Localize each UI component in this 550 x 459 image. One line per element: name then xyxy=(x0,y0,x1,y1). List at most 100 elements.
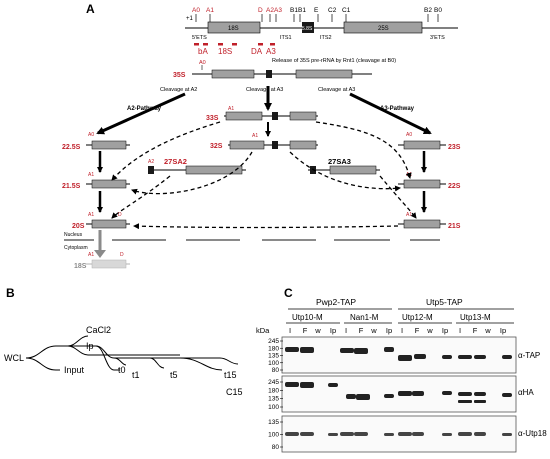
label-18s: 18S xyxy=(74,263,87,270)
blot2-marker: 180 xyxy=(268,387,279,394)
t1-label: t1 xyxy=(132,370,140,380)
lane-label: w xyxy=(314,326,321,335)
blot3-marker: 80 xyxy=(272,444,280,451)
cleavage-a2-label: Cleavage at A2 xyxy=(160,87,197,93)
input-label: Input xyxy=(64,365,85,375)
site-a1-top: A1 xyxy=(206,7,214,14)
group1-label: Pwp2-TAP xyxy=(316,297,356,307)
site-b1-top: B1 xyxy=(290,7,298,14)
blot1-marker: 245 xyxy=(268,338,279,345)
gene-18s-label: 18S xyxy=(228,26,239,32)
group2-label: Utp5-TAP xyxy=(426,297,463,307)
a3-pathway-label: A3-Pathway xyxy=(380,106,415,112)
panel-b-label: B xyxy=(6,286,15,300)
panel-a-label: A xyxy=(86,2,95,16)
ets3-label: 3'ETS xyxy=(430,35,445,41)
pre-rrna-22.5s: 22.5S A0 xyxy=(62,132,130,151)
20s-site-a1: A1 xyxy=(88,212,94,218)
label-27sa3: 27SA3 xyxy=(328,157,351,166)
gene-5.8s-label: 5.8S xyxy=(302,26,313,32)
cytoplasm-label: Cytoplasm xyxy=(64,245,88,251)
lane-label: F xyxy=(359,326,364,335)
marker-ba0a1: bA xyxy=(198,47,208,56)
site-a0-top: A0 xyxy=(192,7,200,14)
t15-label: t15 xyxy=(224,370,237,380)
site-c2-top: C2 xyxy=(328,7,337,14)
lane-label: w xyxy=(426,326,433,335)
blot2-marker: 135 xyxy=(268,396,279,403)
blot1-label: α-TAP xyxy=(518,351,540,360)
blot3-markers: 135 100 80 xyxy=(268,419,283,451)
lane-label: w xyxy=(484,326,491,335)
21.5s-site-a1: A1 xyxy=(88,172,94,178)
sub2-label: Nan1-M xyxy=(350,313,379,322)
c15-label: C15 xyxy=(226,387,243,397)
22.5s-site-a0a1: A0 xyxy=(88,132,94,138)
marker-da: DA xyxy=(251,47,263,56)
label-23s: 23S xyxy=(448,144,461,151)
33s-site-a1: A1 xyxy=(228,106,234,112)
pre-rrna-20s: 20S A1 D xyxy=(72,212,130,230)
blot1-marker: 80 xyxy=(272,367,280,374)
panel-c-label: C xyxy=(284,286,293,300)
site-a3-top: A3 xyxy=(274,7,282,14)
pre-rrna-18s: 18S A1 D xyxy=(74,252,130,270)
label-32s: 32S xyxy=(210,143,223,150)
blot3-marker: 135 xyxy=(268,419,279,426)
gene-5.8s-box xyxy=(302,22,314,33)
sub1-label: Utp10-M xyxy=(292,313,323,322)
pre-rrna-27sa2: A2 27SA2 xyxy=(148,157,246,175)
site-d-top: D xyxy=(258,7,263,14)
cacl2-label: CaCl2 xyxy=(86,325,111,335)
blot2-label: αHA xyxy=(518,388,534,397)
lane-label: F xyxy=(473,326,478,335)
blot-anti-tap: α-TAP xyxy=(281,336,540,374)
21s-site-a1: A1 xyxy=(406,212,412,218)
t5-label: t5 xyxy=(170,370,178,380)
rnt1-note: Release of 35S pre-rRNA by Rnt1 (cleavag… xyxy=(272,58,396,64)
nuclear-envelope: Nucleus Cytoplasm xyxy=(64,232,440,251)
site-c1-top: C1 xyxy=(342,7,351,14)
35s-site-a0: A0 xyxy=(199,60,206,66)
wcl-label: WCL xyxy=(4,353,24,363)
blot2-marker: 245 xyxy=(268,379,279,386)
t0-label: t0 xyxy=(118,365,126,375)
site-b1b-top: B1 xyxy=(298,7,306,14)
pre-rrna-32s: 32S A1 xyxy=(210,133,318,150)
32s-site-a1: A1 xyxy=(252,133,258,139)
lane-label: I xyxy=(459,326,461,335)
nucleus-label: Nucleus xyxy=(64,232,83,238)
pre-rrna-21s: 21S A1 xyxy=(398,212,461,230)
rdna-gene-diagram: +1 5'ETS 18S ITS1 5.8S ITS2 25S 3'ETS A0… xyxy=(185,7,458,64)
18s-site-d: D xyxy=(120,252,124,258)
label-22s: 22S xyxy=(448,183,461,190)
pre-rrna-21.5s: 21.5S A1 xyxy=(62,172,130,190)
lane-label: Ip xyxy=(442,326,448,335)
lane-label: Ip xyxy=(500,326,506,335)
lane-label: I xyxy=(289,326,291,335)
blot3-marker: 100 xyxy=(268,432,279,439)
pre-rrna-27sa3: 27SA3 xyxy=(308,157,380,175)
18s-site-a1: A1 xyxy=(88,252,94,258)
plus1-label: +1 xyxy=(186,16,194,22)
gene-18s-box xyxy=(207,21,261,34)
27sa2-site-a2: A2 xyxy=(148,159,154,165)
lane-label: I xyxy=(345,326,347,335)
ets5-label: 5'ETS xyxy=(192,35,207,41)
lane-label: F xyxy=(415,326,420,335)
pre-rrna-33s: 33S A1 xyxy=(206,106,318,122)
23s-site-a0a1: A0 xyxy=(406,132,412,138)
label-20s: 20S xyxy=(72,223,85,230)
sub3-label: Utp12-M xyxy=(402,313,433,322)
experiment-scheme xyxy=(25,335,239,371)
label-22.5s: 22.5S xyxy=(62,144,81,151)
pre-rrna-35s: 35S A0 xyxy=(173,60,372,79)
lane-label: w xyxy=(370,326,377,335)
site-a2-top: A2 xyxy=(266,7,274,14)
label-35s: 35S xyxy=(173,72,186,79)
ip-label: Ip xyxy=(86,341,94,351)
cleavage-a3-center-label: Cleavage at A3 xyxy=(246,87,283,93)
label-21.5s: 21.5S xyxy=(62,183,81,190)
